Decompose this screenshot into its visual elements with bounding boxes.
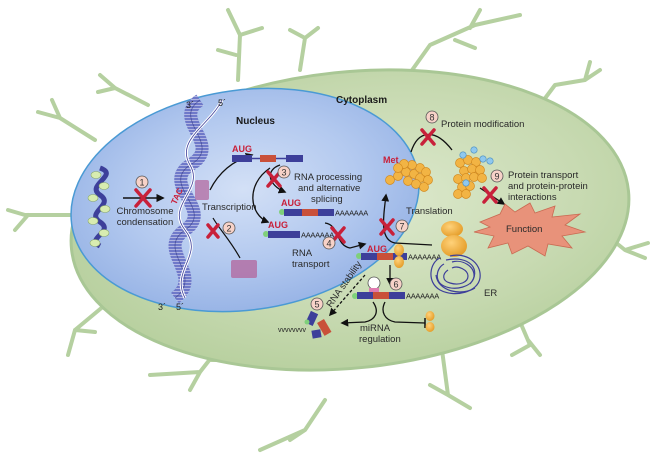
function-burst: Function bbox=[473, 202, 587, 257]
svg-text:and protein-protein: and protein-protein bbox=[508, 181, 588, 192]
svg-text:2: 2 bbox=[226, 224, 231, 234]
svg-text:condensation: condensation bbox=[117, 217, 174, 228]
svg-text:AUG: AUG bbox=[367, 244, 387, 254]
svg-text:5´: 5´ bbox=[176, 302, 184, 312]
dna-double-helix: TAC 3´ 5´ 3´ 5´ bbox=[158, 94, 226, 312]
block-x-icon bbox=[379, 218, 395, 236]
svg-text:3: 3 bbox=[281, 168, 286, 178]
svg-text:3´: 3´ bbox=[158, 302, 166, 312]
svg-text:Translation: Translation bbox=[406, 206, 453, 217]
svg-text:1: 1 bbox=[139, 178, 144, 188]
svg-text:7: 7 bbox=[399, 222, 404, 232]
svg-text:8: 8 bbox=[429, 113, 434, 123]
svg-text:5: 5 bbox=[314, 300, 319, 310]
step-8-protein-modification: 8 Protein modification bbox=[410, 110, 524, 153]
svg-text:Transcription: Transcription bbox=[202, 202, 257, 213]
svg-text:AAAAAAA: AAAAAAA bbox=[301, 231, 334, 240]
cytoplasmic-mrna: AUG AAAAAAA bbox=[356, 244, 442, 268]
transcription-complex bbox=[195, 180, 209, 200]
svg-text:AUG: AUG bbox=[281, 198, 301, 208]
ribosome bbox=[441, 221, 467, 257]
block-x-icon bbox=[266, 170, 282, 188]
mature-mrna-variant-1: AUG AAAAAAA bbox=[279, 198, 369, 218]
svg-text:5´: 5´ bbox=[218, 98, 226, 108]
svg-text:9: 9 bbox=[494, 172, 499, 182]
met-label: Met bbox=[383, 155, 399, 165]
svg-text:AUG: AUG bbox=[268, 220, 288, 230]
condensed-chromatin bbox=[87, 165, 111, 249]
nascent-protein bbox=[385, 159, 433, 192]
svg-text:miRNA: miRNA bbox=[360, 323, 391, 334]
svg-text:Chromosome: Chromosome bbox=[116, 206, 173, 217]
svg-text:AAAAAAA: AAAAAAA bbox=[335, 209, 368, 218]
step-2-transcription: 2 Transcription bbox=[202, 153, 257, 259]
svg-text:AUG: AUG bbox=[232, 144, 252, 154]
svg-text:splicing: splicing bbox=[311, 194, 343, 205]
svg-text:transport: transport bbox=[292, 259, 330, 270]
svg-text:regulation: regulation bbox=[359, 334, 401, 345]
svg-text:vvvvvvvv: vvvvvvvv bbox=[278, 327, 307, 334]
er-label: ER bbox=[484, 288, 497, 299]
block-x-icon bbox=[420, 128, 436, 146]
svg-text:and alternative: and alternative bbox=[298, 183, 360, 194]
endoplasmic-reticulum bbox=[430, 254, 481, 295]
svg-text:interactions: interactions bbox=[508, 192, 557, 203]
modified-protein bbox=[453, 146, 494, 199]
step-4-rna-transport: 4 RNA transport bbox=[292, 222, 367, 270]
svg-text:AAAAAAA: AAAAAAA bbox=[408, 253, 441, 262]
svg-text:RNA: RNA bbox=[292, 248, 313, 259]
pre-mrna: AUG bbox=[232, 144, 303, 162]
regulatory-protein-box bbox=[231, 260, 257, 278]
mature-mrna-variant-2: AUG AAAAAAA bbox=[263, 220, 335, 240]
svg-text:RNA processing: RNA processing bbox=[294, 172, 362, 183]
step-6-mirna-regulation: 6 AAAAAAA miRNA regulation bbox=[340, 265, 440, 345]
nucleus-label: Nucleus bbox=[236, 116, 275, 127]
block-x-icon bbox=[206, 223, 220, 239]
block-x-icon bbox=[482, 186, 498, 204]
step-9-protein-transport: 9 Protein transport and protein-protein … bbox=[479, 169, 588, 205]
degraded-mrna-fragments: vvvvvvvv bbox=[278, 310, 332, 339]
step-1-chromosome-condensation: 1 Chromosome condensation bbox=[116, 175, 174, 228]
step-7-translation: 7 Translation bbox=[379, 193, 453, 246]
svg-text:6: 6 bbox=[393, 280, 398, 290]
block-x-icon bbox=[134, 188, 152, 208]
svg-text:AAAAAAA: AAAAAAA bbox=[406, 292, 439, 301]
svg-text:Protein transport: Protein transport bbox=[508, 170, 579, 181]
step-3-rna-processing: 3 RNA processing and alternative splicin… bbox=[252, 164, 362, 224]
svg-text:Protein modification: Protein modification bbox=[441, 119, 524, 130]
svg-text:4: 4 bbox=[326, 239, 331, 249]
svg-text:Function: Function bbox=[506, 224, 542, 235]
cytoplasm-label: Cytoplasm bbox=[336, 95, 387, 106]
svg-text:3´: 3´ bbox=[186, 100, 194, 110]
